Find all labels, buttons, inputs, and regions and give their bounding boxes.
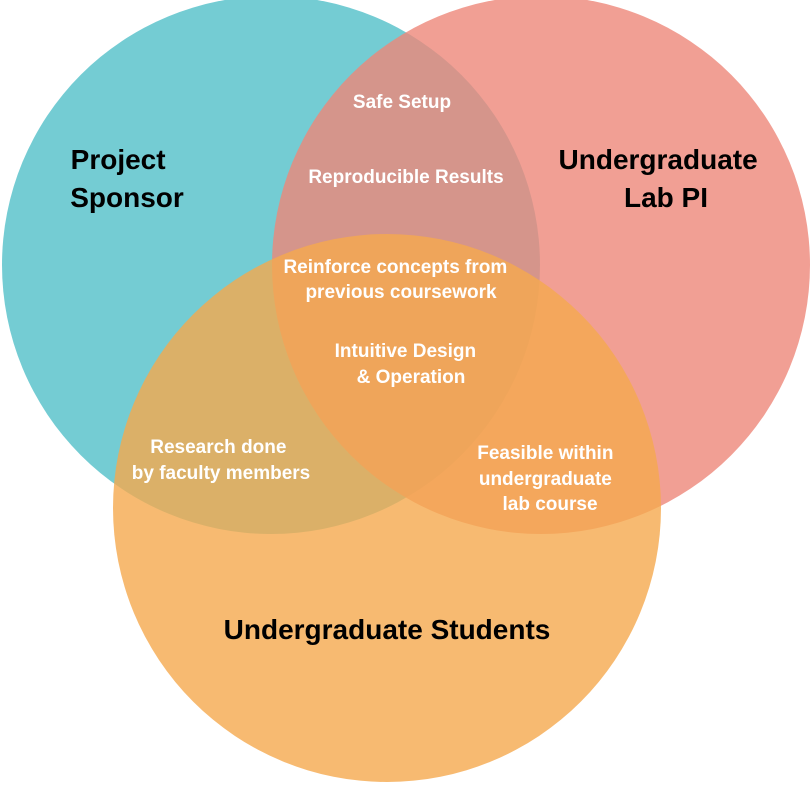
region-label-line: Safe Setup	[353, 92, 451, 113]
region-label-reinforce-concepts: Reinforce concepts from previous coursew…	[283, 257, 512, 303]
region-label-intuitive-design: Intuitive Design & Operation	[335, 341, 482, 388]
set-label-undergraduate-students-line: Undergraduate Students	[224, 614, 551, 645]
region-label-line: Research done	[150, 437, 286, 458]
region-labels: Safe Setup Reproducible Results Reinforc…	[132, 92, 618, 515]
region-label-line: Intuitive Design	[335, 341, 476, 362]
region-label-research-faculty: Research done by faculty members	[132, 437, 310, 484]
set-label-project-sponsor-line: Sponsor	[70, 182, 184, 213]
set-label-project-sponsor: Project Sponsor	[70, 144, 184, 213]
region-label-line: Feasible within	[477, 443, 613, 464]
region-label-safe-setup: Safe Setup	[353, 92, 451, 113]
set-labels: Project Sponsor Undergraduate Lab PI Und…	[70, 144, 766, 645]
region-label-feasible-lab-course: Feasible within undergraduate lab course	[477, 443, 618, 515]
set-label-undergraduate-lab-pi-line: Lab PI	[624, 182, 708, 213]
region-label-line: undergraduate	[479, 469, 612, 490]
set-label-project-sponsor-line: Project	[71, 144, 166, 175]
region-label-line: previous coursework	[305, 282, 497, 303]
set-label-undergraduate-students: Undergraduate Students	[224, 614, 551, 645]
circle-undergraduate-students	[113, 234, 661, 782]
set-label-undergraduate-lab-pi-line: Undergraduate	[559, 144, 758, 175]
region-label-line: & Operation	[357, 367, 466, 388]
region-label-line: Reproducible Results	[308, 167, 503, 188]
set-label-undergraduate-lab-pi: Undergraduate Lab PI	[559, 144, 766, 213]
region-label-line: lab course	[502, 494, 597, 515]
region-label-line: Reinforce concepts from	[283, 257, 507, 278]
region-label-line: by faculty members	[132, 463, 310, 484]
region-label-reproducible-results: Reproducible Results	[308, 167, 503, 188]
